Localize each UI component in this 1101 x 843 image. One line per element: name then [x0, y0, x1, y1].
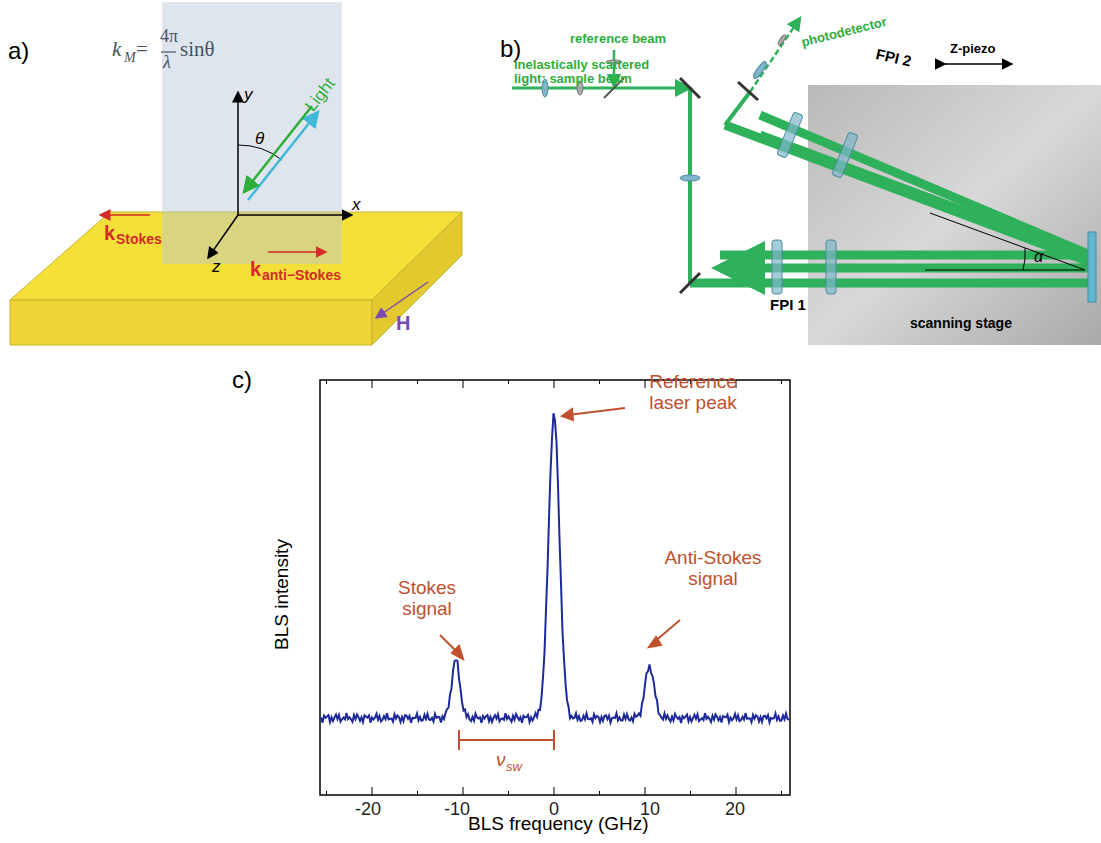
- label: Stokes: [116, 232, 162, 247]
- axis-ticks: [327, 380, 782, 795]
- label: y: [244, 86, 253, 105]
- label: a): [8, 38, 29, 64]
- label: scanning stage: [910, 316, 1012, 331]
- label: FPI 2: [874, 46, 913, 70]
- label: 4π: [160, 27, 178, 47]
- angle-mark: [925, 213, 1085, 270]
- beam-path: [512, 18, 1090, 283]
- label: -10: [444, 800, 470, 820]
- label: x: [352, 196, 361, 215]
- anti-stokes-arrow: [268, 251, 326, 253]
- label: =: [136, 38, 148, 61]
- label: inelastically scattered light: sample be…: [514, 58, 679, 87]
- label: FPI 1: [770, 297, 806, 314]
- label: Reference laser peak: [628, 372, 758, 414]
- label: k: [250, 258, 261, 280]
- piezo-arrow: [945, 63, 1012, 65]
- label: ν: [496, 750, 506, 771]
- label: photodetector: [800, 15, 888, 50]
- label: Anti-Stokes signal: [648, 548, 778, 590]
- label: anti−Stokes: [262, 268, 341, 283]
- light-beam: [244, 106, 318, 200]
- label: reference beam: [570, 32, 666, 46]
- label: 10: [640, 800, 660, 820]
- label: Stokes signal: [382, 578, 472, 620]
- label: θ: [255, 130, 264, 149]
- label: c): [232, 367, 252, 393]
- scattering-plane: [162, 2, 342, 264]
- label: M: [124, 50, 136, 65]
- label: sinθ: [180, 38, 215, 61]
- spectrum-line: [321, 413, 789, 723]
- label: z: [212, 258, 221, 277]
- label: BLS intensity: [272, 539, 293, 650]
- label: 0: [549, 800, 559, 820]
- label: -20: [355, 800, 381, 820]
- plot-frame: [320, 380, 790, 795]
- annotation-arrows: [440, 408, 680, 750]
- stokes-arrow: [100, 214, 150, 216]
- label: k: [104, 222, 115, 244]
- label: Z-piezo: [950, 42, 996, 56]
- label: λ: [163, 53, 171, 73]
- label: α: [1034, 248, 1043, 266]
- label: k: [112, 38, 121, 61]
- label: H: [396, 312, 410, 334]
- label: sw: [506, 760, 522, 774]
- axes: [208, 92, 352, 258]
- label: 20: [725, 800, 745, 820]
